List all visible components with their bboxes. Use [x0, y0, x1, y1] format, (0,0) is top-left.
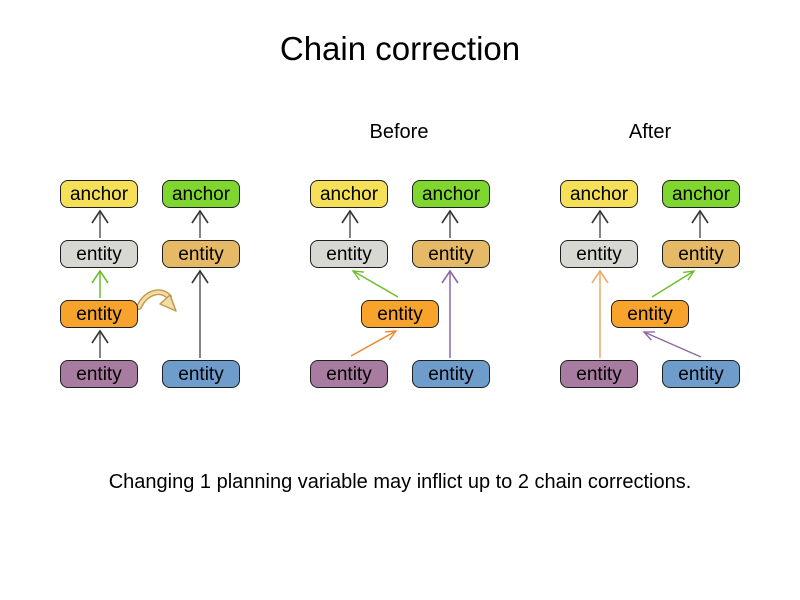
arrow-head — [441, 269, 459, 284]
move-arrow-head — [159, 294, 177, 312]
arrow-head — [591, 269, 609, 284]
arrow-head — [91, 209, 109, 224]
move-arrow-body — [137, 290, 171, 309]
label-before: Before — [369, 121, 429, 143]
arrow-head — [91, 269, 109, 284]
arrow-shaft — [350, 330, 397, 357]
caption: Changing 1 planning variable may inflict… — [108, 471, 692, 493]
arrow-head — [441, 209, 459, 224]
label-after: After — [628, 121, 672, 143]
arrow-head — [341, 209, 359, 224]
arrow-head — [191, 269, 209, 284]
arrow-shaft — [352, 270, 399, 298]
arrow-head — [691, 209, 709, 224]
arrow-head — [91, 329, 109, 344]
arrow-head — [683, 270, 696, 281]
arrow-shaft — [651, 270, 695, 298]
arrow-head — [591, 209, 609, 224]
arrow-head — [642, 331, 655, 341]
arrow-shaft — [643, 331, 702, 358]
page-title: Chain correction — [279, 30, 521, 67]
arrow-head — [191, 209, 209, 224]
arrow-head — [351, 270, 364, 281]
arrow-head — [385, 330, 398, 341]
